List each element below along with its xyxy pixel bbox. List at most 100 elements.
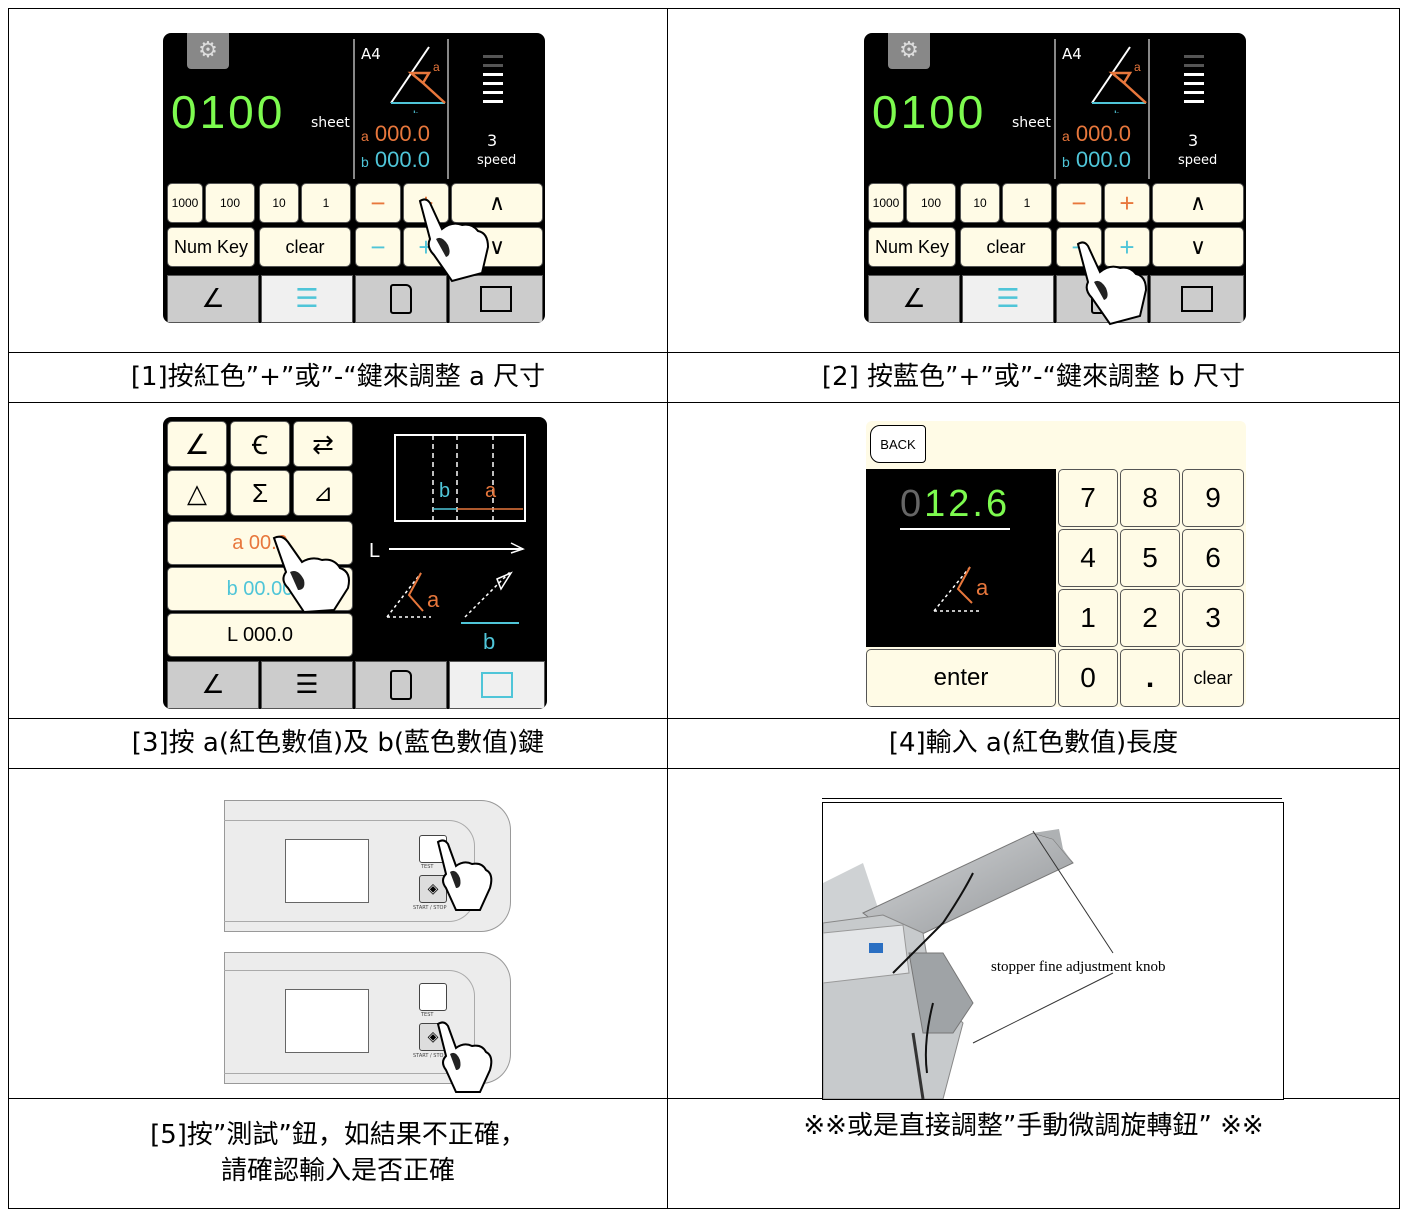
key-5[interactable]: 5 — [1120, 529, 1180, 587]
b-prefix: b — [361, 154, 369, 170]
fold-type-1[interactable]: ∠ — [167, 421, 227, 467]
divider-left — [353, 39, 355, 179]
a-prefix-2: a — [1062, 128, 1070, 144]
caption-step5-line2: 請確認輸入是否正確 — [220, 1155, 455, 1186]
fold-type-5[interactable]: Σ — [230, 470, 290, 516]
caption-step5-line1: [5]按”測試”鈕，如結果不正確， — [150, 1120, 526, 1151]
key-6[interactable]: 6 — [1182, 529, 1244, 587]
key-4[interactable]: 4 — [1058, 529, 1118, 587]
tab-card-3[interactable] — [355, 661, 447, 709]
fold-type-2[interactable]: Ꞓ — [230, 421, 290, 467]
fold-a-label: a — [427, 587, 440, 612]
test-label-2: TEST — [421, 1012, 434, 1018]
input-display — [866, 469, 1056, 647]
paper-size: A4 — [361, 45, 381, 63]
key-1000-2[interactable]: 1000 — [868, 183, 904, 223]
fold-type-3[interactable]: ⇄ — [293, 421, 353, 467]
folder-machine-illustration — [823, 829, 1114, 1099]
test-label: TEST — [421, 864, 434, 870]
clear-button-2[interactable]: clear — [960, 227, 1052, 267]
speed-bars-2 — [1184, 55, 1204, 103]
sheet-unit: sheet — [311, 115, 350, 131]
tab-fold-2[interactable]: ∠ — [868, 275, 960, 323]
caption-step5: [5]按”測試”鈕，如結果不正確， 請確認輸入是否正確 — [8, 1098, 668, 1209]
gear-icon[interactable]: ⚙ — [187, 33, 229, 69]
key-dot[interactable]: . — [1120, 649, 1180, 707]
key-3[interactable]: 3 — [1182, 589, 1244, 647]
fold-type-6[interactable]: ⊿ — [293, 470, 353, 516]
tab-menu-2[interactable]: ☰ — [962, 275, 1054, 323]
key-1000[interactable]: 1000 — [167, 183, 203, 223]
tab-card[interactable] — [355, 275, 447, 323]
a-size-display-2: a 000.0 — [1062, 121, 1131, 147]
menu-icon-3: ☰ — [295, 670, 319, 700]
key-2[interactable]: 2 — [1120, 589, 1180, 647]
enter-button[interactable]: enter — [866, 649, 1056, 707]
a-value-2: 000.0 — [1075, 121, 1131, 146]
key-1-num[interactable]: 1 — [1058, 589, 1118, 647]
down-button-2[interactable]: ∨ — [1152, 227, 1244, 267]
clear-button[interactable]: clear — [259, 227, 351, 267]
fold-icon-2: ∠ — [902, 284, 926, 314]
key-10-2[interactable]: 10 — [960, 183, 1000, 223]
tab-menu-3[interactable]: ☰ — [261, 661, 353, 709]
b-prefix-2: b — [1062, 154, 1070, 170]
lcd-window — [285, 839, 369, 903]
input-value: 012.6 — [900, 483, 1011, 530]
key-7[interactable]: 7 — [1058, 469, 1118, 527]
a-plus-button-2[interactable]: + — [1104, 183, 1150, 223]
up-button-2[interactable]: ∧ — [1152, 183, 1244, 223]
hand-pointer-icon-3 — [272, 535, 350, 614]
numeric-input-panel: BACK 012.6 a 7 8 9 4 5 6 1 2 3 enter 0 .… — [866, 421, 1246, 707]
triangle-b-label: b — [413, 108, 420, 113]
photo-top-line — [822, 798, 1282, 799]
tab-fold[interactable]: ∠ — [167, 275, 259, 323]
tab-adjust[interactable] — [449, 275, 543, 323]
up-button[interactable]: ∧ — [451, 183, 543, 223]
clear-key[interactable]: clear — [1182, 649, 1244, 707]
card-icon — [390, 284, 412, 314]
tab-adjust-2[interactable] — [1150, 275, 1244, 323]
key-8[interactable]: 8 — [1120, 469, 1180, 527]
lcd-window-2 — [285, 989, 369, 1053]
b-value: 000.0 — [374, 147, 430, 172]
knob-label: stopper fine adjustment knob — [991, 959, 1166, 975]
caption-step4-text: [4]輸入 a(紅色數值)長度 — [888, 727, 1179, 758]
key-9[interactable]: 9 — [1182, 469, 1244, 527]
a-prefix: a — [361, 128, 369, 144]
b-minus-button[interactable]: − — [355, 227, 401, 267]
back-button[interactable]: BACK — [870, 425, 926, 463]
tab-adjust-3[interactable] — [449, 661, 545, 709]
key-100[interactable]: 100 — [205, 183, 255, 223]
fold-icon-a-label: a — [976, 575, 989, 600]
divider-right — [447, 39, 449, 179]
key-1[interactable]: 1 — [301, 183, 351, 223]
fold-setting-panel: ∠ Ꞓ ⇄ △ Σ ⊿ a 00.0 b 00.00 L 000.0 b a L… — [163, 417, 547, 709]
tab-fold-3[interactable]: ∠ — [167, 661, 259, 709]
l-value-button[interactable]: L 000.0 — [167, 613, 353, 657]
key-0[interactable]: 0 — [1058, 649, 1118, 707]
key-100-2[interactable]: 100 — [906, 183, 956, 223]
key-1-2[interactable]: 1 — [1002, 183, 1052, 223]
fold-diagram: b a L a b — [369, 434, 526, 653]
hand-pointer-icon-2 — [1076, 241, 1148, 326]
main-panel-step2: ⚙ 0100 sheet A4 a b a 000.0 b 000.0 3 sp… — [864, 33, 1246, 323]
key-10[interactable]: 10 — [259, 183, 299, 223]
gear-icon-2[interactable]: ⚙ — [888, 33, 930, 69]
sheet-unit-2: sheet — [1012, 115, 1051, 131]
fold-icon-3: ∠ — [201, 670, 225, 700]
fold-type-4[interactable]: △ — [167, 470, 227, 516]
caption-step3: [3]按 a(紅色數值)及 b(藍色數值)鍵 — [8, 718, 668, 769]
num-key-button-2[interactable]: Num Key — [868, 227, 956, 267]
tab-menu[interactable]: ☰ — [261, 275, 353, 323]
b-plus-button-2[interactable]: + — [1104, 227, 1150, 267]
fold-b-label: b — [483, 629, 495, 653]
test-button-2[interactable] — [419, 983, 447, 1011]
num-key-button[interactable]: Num Key — [167, 227, 255, 267]
input-leading-zero: 0 — [900, 483, 925, 525]
a-minus-button-2[interactable]: − — [1056, 183, 1102, 223]
caption-step1-text: [1]按紅色”+”或”-“鍵來調整 a 尺寸 — [130, 361, 546, 392]
speed-number: 3 — [487, 131, 498, 150]
speed-label: speed — [477, 153, 517, 168]
a-minus-button[interactable]: − — [355, 183, 401, 223]
